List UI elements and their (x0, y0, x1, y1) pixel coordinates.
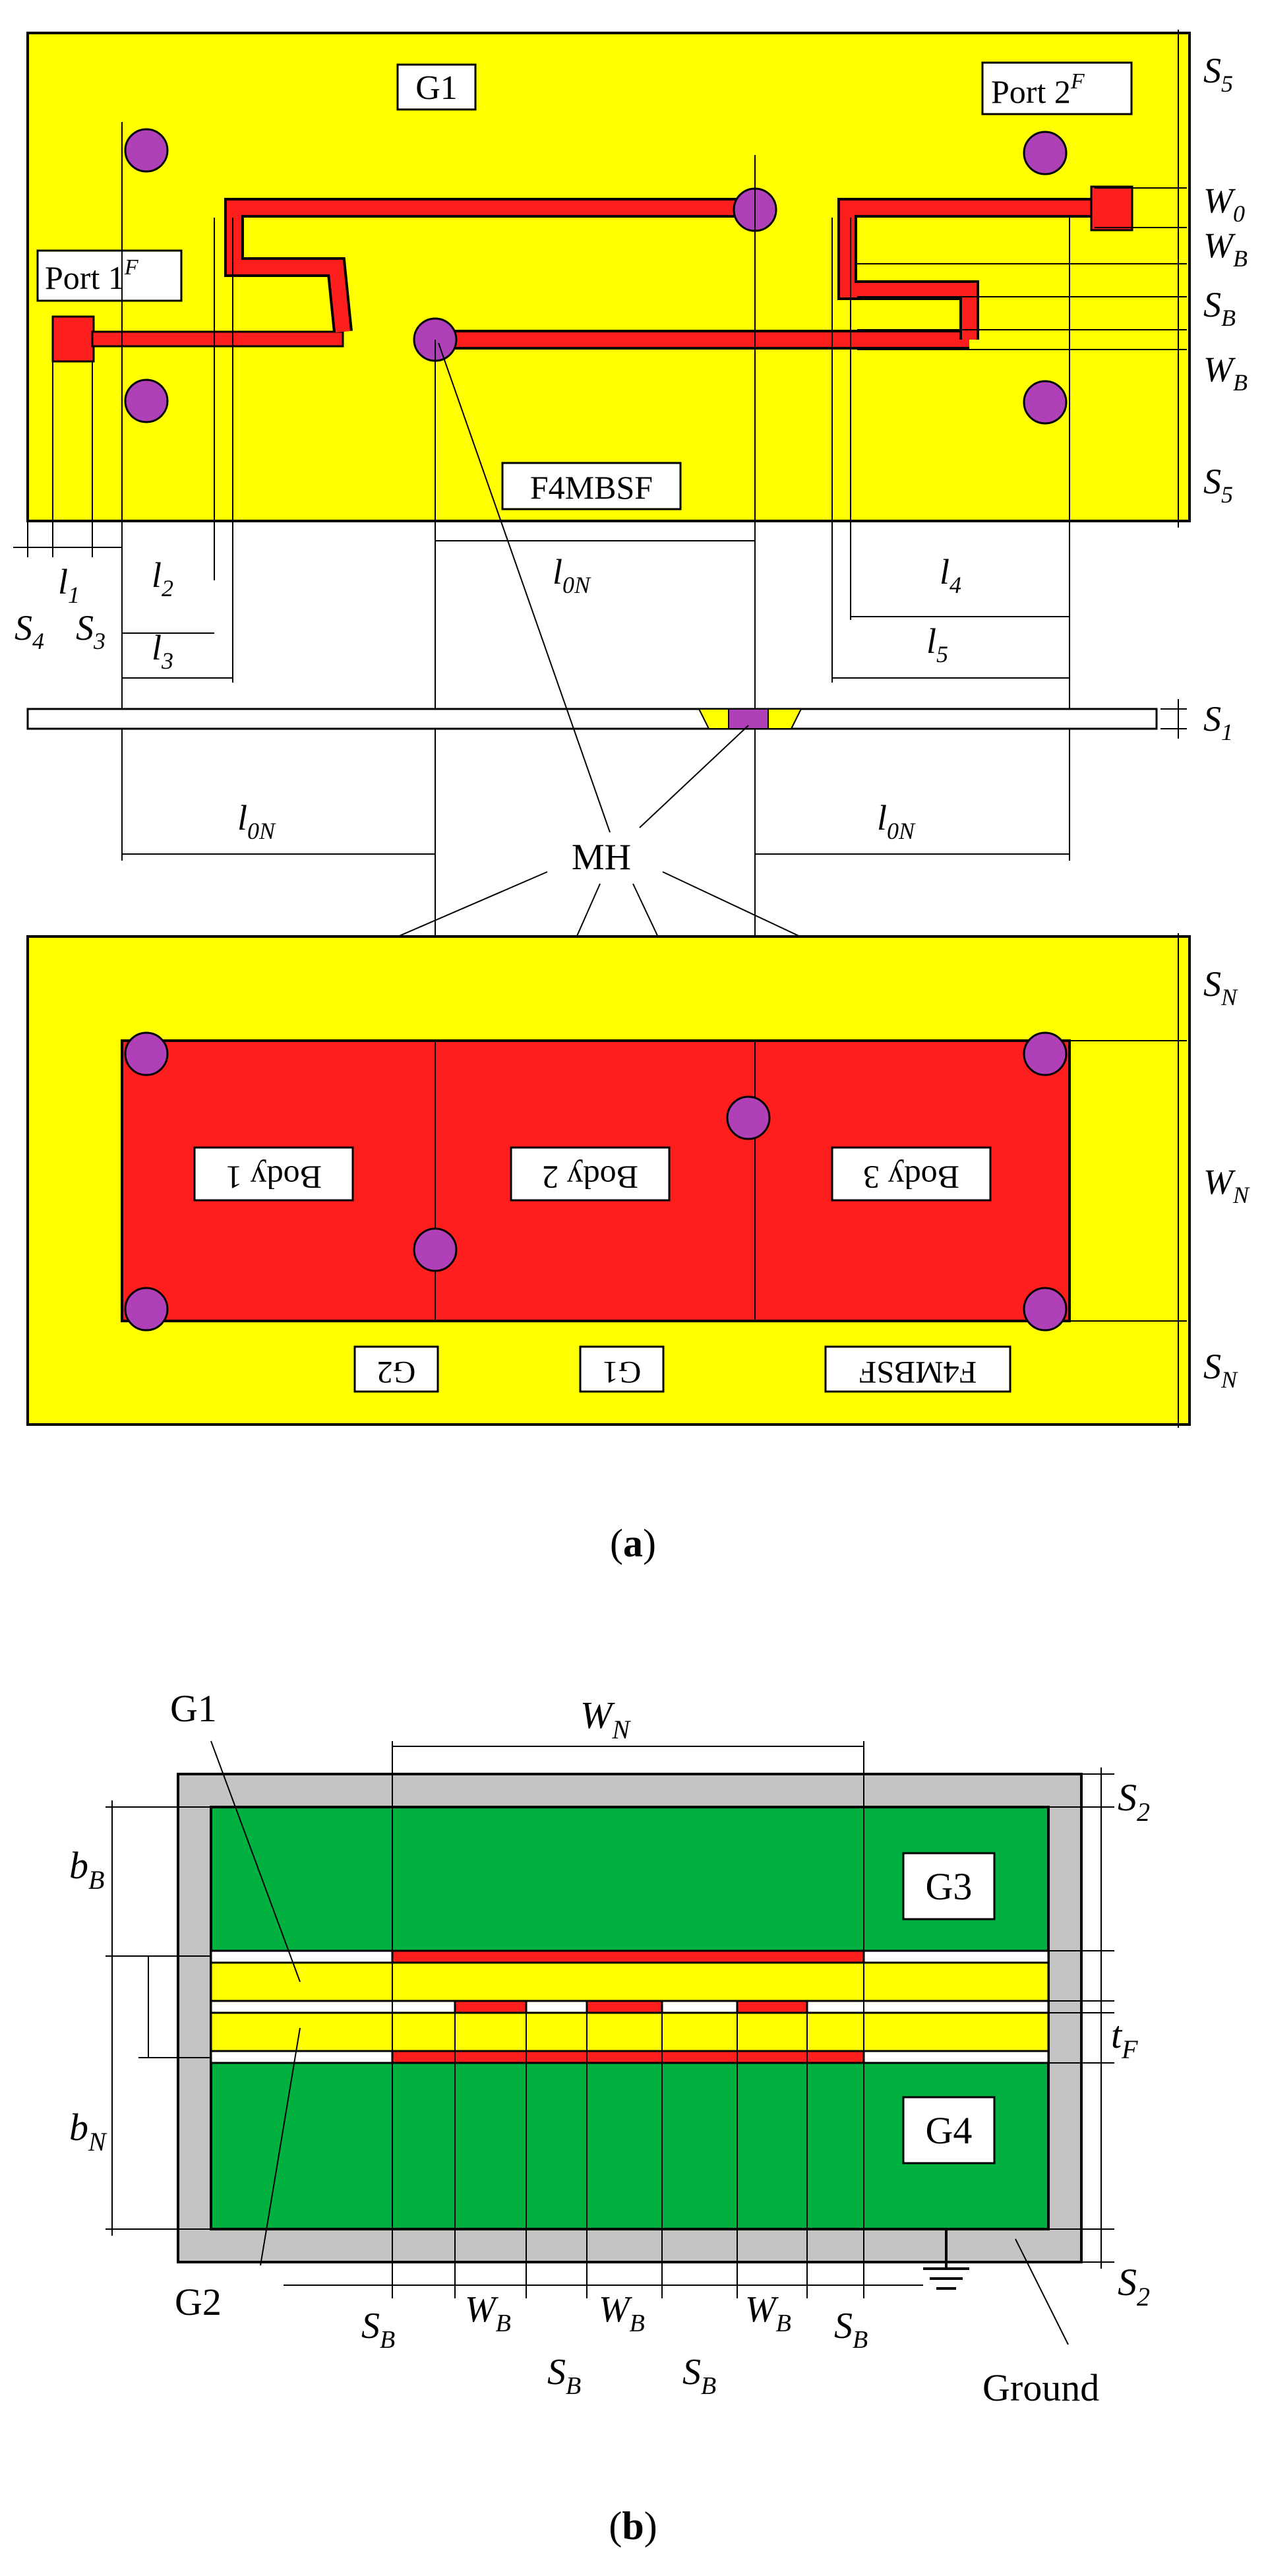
dim-labels-bottom: l1 l2 S4 S3 l3 l0N l4 l5 l0N l0N (15, 552, 961, 844)
label-g1: G1 (415, 69, 458, 107)
dim-l2: l2 (152, 555, 173, 601)
label-g2-bottom: G2 (377, 1355, 416, 1390)
label-g3: G3 (926, 1865, 973, 1908)
dim-bb: bB (69, 1844, 104, 1895)
dim-lines-bottom (13, 540, 1070, 855)
label-g4: G4 (926, 2109, 973, 2152)
panel-a-bottom-board: Body 1 Body 2 Body 3 G2 G1 F4MBSF (26, 935, 1191, 1426)
bottom-vias (124, 1031, 1068, 1332)
strip-2 (586, 2000, 663, 2014)
label-ground: Ground (982, 2366, 1099, 2409)
layer-g2 (210, 2011, 1050, 2052)
dim-wb-2-b: WB (599, 2289, 645, 2337)
lower-ground-conductor (391, 2050, 865, 2064)
dim-s1: S1 (1203, 699, 1233, 745)
strip-3 (736, 2000, 808, 2014)
dim-lines-right-bottom (1070, 933, 1187, 1428)
caption-b: (b) (609, 2504, 657, 2548)
label-material: F4MBSF (530, 469, 653, 506)
dim-wb-1: WB (1203, 226, 1248, 272)
port1-feed (51, 315, 344, 363)
dim-s2-bottom: S2 (1118, 2261, 1150, 2312)
dim-l0n-left: l0N (237, 798, 276, 844)
dim-labels-right-top: S5 W0 WB SB WB S5 (1203, 51, 1248, 508)
ground-symbol (923, 2229, 969, 2290)
port2-pad (1090, 185, 1133, 231)
label-box-g1 (396, 63, 477, 111)
dim-l4: l4 (940, 552, 961, 598)
top-vias (124, 128, 1068, 425)
label-body1: Body 1 (226, 1159, 322, 1196)
via-tl (124, 128, 169, 173)
via-bl (124, 379, 169, 423)
dim-l1: l1 (58, 562, 80, 608)
dim-wb-2: WB (1203, 350, 1248, 396)
dim-lines-right-top (857, 30, 1187, 528)
dim-wb-1-b: WB (465, 2289, 511, 2337)
dim-wb-3-b: WB (745, 2289, 791, 2337)
port1-label-box (36, 249, 183, 302)
dim-s5-top: S5 (1203, 51, 1233, 97)
dim-l0n-top: l0N (553, 552, 591, 598)
dim-wn: WN (1203, 1162, 1250, 1208)
dim-sb-4: SB (834, 2306, 868, 2354)
label-body3: Body 3 (863, 1159, 959, 1196)
dim-s5-bottom: S5 (1203, 462, 1233, 508)
port2-label: Port 2F (991, 69, 1085, 110)
dim-s3: S3 (76, 608, 106, 654)
dim-sn-2: SN (1203, 1347, 1238, 1393)
dim-sb-1: SB (361, 2306, 395, 2354)
dim-l0n-right: l0N (877, 798, 916, 844)
label-box-material (501, 462, 682, 510)
label-g1-bottom: G1 (603, 1355, 642, 1390)
side-section: S1 (26, 699, 1233, 745)
strip-1 (454, 2000, 528, 2014)
dim-sb-2: SB (547, 2352, 581, 2400)
caption-a: (a) (610, 1521, 656, 1565)
dim-sb: SB (1203, 285, 1236, 331)
label-material-bottom: F4MBSF (859, 1355, 977, 1390)
dim-labels-right-bottom: SN WN SN (1203, 964, 1250, 1393)
dim-w0: W0 (1203, 181, 1245, 227)
dim-l5: l5 (926, 621, 948, 667)
dim-sb-3: SB (682, 2352, 716, 2400)
upper-ground-conductor (391, 1949, 865, 1964)
dim-tf: tF (1111, 2013, 1138, 2064)
dim-s4: S4 (15, 608, 44, 654)
dim-l3: l3 (152, 628, 173, 674)
port2-label-box (981, 61, 1133, 115)
label-g2-b: G2 (175, 2281, 222, 2323)
label-g1-b: G1 (170, 1687, 217, 1730)
via-tr (1023, 131, 1068, 175)
port1-label: Port 1F (45, 255, 139, 296)
layer-g1 (210, 1961, 1050, 2002)
dim-wn-b: WN (580, 1694, 631, 1744)
mh-label: MH (572, 837, 631, 878)
dim-s2-top: S2 (1118, 1776, 1150, 1827)
via-br (1023, 380, 1068, 425)
dim-bn: bN (69, 2106, 107, 2157)
panel-a-top-board: G1 F4MBSF Port 1F Port 2F (26, 32, 1191, 522)
panel-b: G3 G4 (69, 1687, 1150, 2409)
dim-sn-1: SN (1203, 964, 1238, 1010)
label-body2: Body 2 (542, 1159, 638, 1196)
